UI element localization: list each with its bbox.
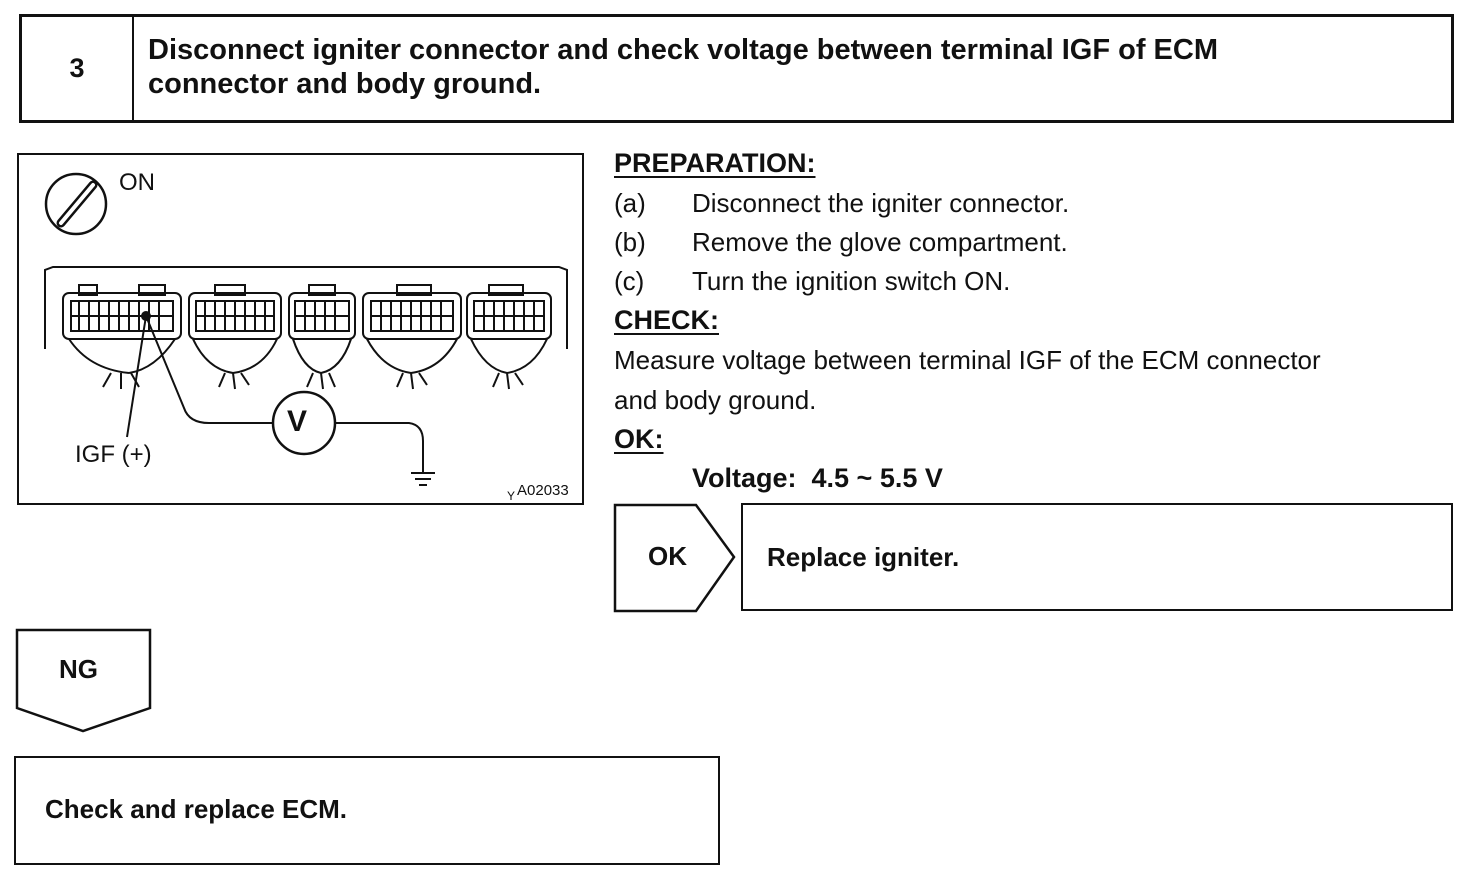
figure-code: A02033: [517, 482, 569, 499]
check-instruction-line-1: Measure voltage between terminal IGF of …: [614, 345, 1321, 375]
ground-icon: [411, 472, 435, 486]
step-title: Disconnect igniter connector and check v…: [148, 33, 1438, 101]
check-heading: CHECK:: [614, 305, 719, 335]
step-title-line-1: Disconnect igniter connector and check v…: [148, 34, 1218, 66]
ignition-switch-icon: [44, 172, 108, 236]
figure-code-prefix: Y: [507, 489, 516, 503]
igf-terminal-label: IGF (+): [75, 441, 152, 468]
check-instruction-line-2: and body ground.: [614, 385, 817, 415]
ok-action-text: Replace igniter.: [767, 542, 960, 572]
preparation-item-letter: (b): [614, 227, 646, 257]
preparation-item-text: Remove the glove compartment.: [692, 227, 1068, 257]
ecm-housing: [44, 266, 568, 349]
ng-branch-arrow: [15, 628, 152, 733]
ng-action-box: Check and replace ECM.: [14, 756, 720, 865]
preparation-heading: PREPARATION:: [614, 148, 816, 178]
preparation-item: (c) Turn the ignition switch ON.: [614, 266, 1414, 298]
step-title-line-2: connector and body ground.: [148, 68, 542, 100]
ecm-voltage-figure: ON V IGF (+) Y A02033: [17, 153, 584, 505]
preparation-item: (b) Remove the glove compartment.: [614, 227, 1414, 259]
ng-label: NG: [59, 654, 98, 684]
meter-wiring: [126, 311, 424, 473]
ok-heading: OK:: [614, 424, 664, 454]
step-number: 3: [22, 17, 134, 120]
step-header: 3 Disconnect igniter connector and check…: [19, 14, 1454, 123]
preparation-item-letter: (a): [614, 188, 646, 218]
ok-branch-arrow: [613, 503, 736, 613]
voltmeter-label: V: [287, 405, 308, 438]
ng-action-text: Check and replace ECM.: [45, 794, 347, 824]
preparation-item: (a) Disconnect the igniter connector.: [614, 188, 1414, 220]
voltmeter-icon: [271, 390, 337, 456]
preparation-item-letter: (c): [614, 266, 645, 296]
preparation-item-text: Turn the ignition switch ON.: [692, 266, 1011, 296]
ok-label: OK: [648, 541, 687, 571]
ignition-on-label: ON: [119, 169, 155, 196]
ecm-connector-diagram: [44, 172, 568, 486]
wire-harnesses: [68, 338, 548, 390]
ok-spec-value: Voltage: 4.5 ~ 5.5 V: [692, 463, 943, 493]
connectors: [62, 284, 552, 340]
ok-action-box: Replace igniter.: [741, 503, 1453, 611]
preparation-item-text: Disconnect the igniter connector.: [692, 188, 1070, 218]
